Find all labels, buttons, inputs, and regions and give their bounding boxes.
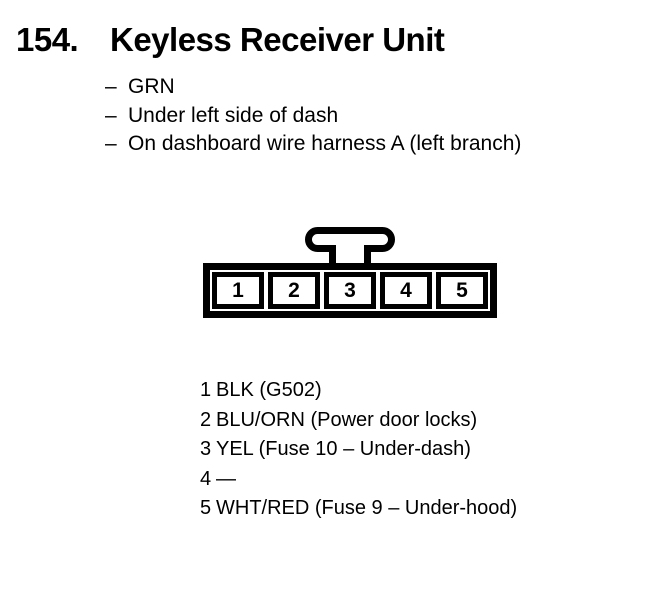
note-dash: –: [105, 103, 117, 127]
pin-cell-label: 2: [288, 278, 300, 302]
note-dash: –: [105, 132, 117, 155]
legend-row: 4 —: [200, 465, 517, 495]
legend-row: 2 BLU/ORN (Power door locks): [200, 406, 517, 436]
section-heading: 154. Keyless Receiver Unit: [16, 21, 445, 58]
note-line: –GRN: [105, 73, 521, 102]
note-text: Under left side of dash: [128, 103, 339, 127]
pin-number: 5: [200, 497, 212, 520]
pin-cell-label: 4: [400, 278, 412, 302]
section-number: 154.: [16, 21, 79, 58]
pin-cell-5: 5: [436, 272, 488, 309]
pin-legend: 1 BLK (G502) 2 BLU/ORN (Power door locks…: [200, 376, 517, 524]
note-text: On dashboard wire harness A (left branch…: [128, 132, 522, 155]
legend-row: 5 WHT/RED (Fuse 9 – Under-hood): [200, 494, 517, 524]
pin-number: 3: [200, 438, 212, 461]
connector-diagram: 1 2 3 4 5: [203, 227, 497, 318]
section-title: Keyless Receiver Unit: [110, 21, 445, 58]
pin-number: 1: [200, 379, 212, 402]
connector-body: 1 2 3 4 5: [203, 263, 497, 318]
note-dash: –: [105, 75, 117, 98]
pin-cell-1: 1: [212, 272, 264, 309]
pin-number: 2: [200, 408, 212, 431]
pin-description: WHT/RED (Fuse 9 – Under-hood): [216, 497, 518, 520]
legend-row: 1 BLK (G502): [200, 376, 517, 406]
pin-cell-label: 1: [232, 278, 244, 302]
pin-cell-4: 4: [380, 272, 432, 309]
note-line: –Under left side of dash: [105, 102, 521, 131]
location-notes: –GRN –Under left side of dash –On dashbo…: [105, 73, 521, 159]
pin-cell-3: 3: [324, 272, 376, 309]
pin-cell-label: 3: [344, 278, 356, 302]
pin-number: 4: [200, 467, 212, 490]
note-line: –On dashboard wire harness A (left branc…: [105, 130, 521, 159]
note-text: GRN: [128, 75, 175, 98]
pin-description: YEL (Fuse 10 – Under-dash): [216, 438, 471, 461]
pin-description: BLU/ORN (Power door locks): [216, 408, 478, 431]
connector-lock-tab-stem: [329, 245, 371, 263]
legend-row: 3 YEL (Fuse 10 – Under-dash): [200, 435, 517, 465]
pin-cell-2: 2: [268, 272, 320, 309]
pin-cell-label: 5: [456, 278, 468, 302]
pin-description: BLK (G502): [216, 379, 322, 402]
pin-description: —: [216, 467, 236, 490]
